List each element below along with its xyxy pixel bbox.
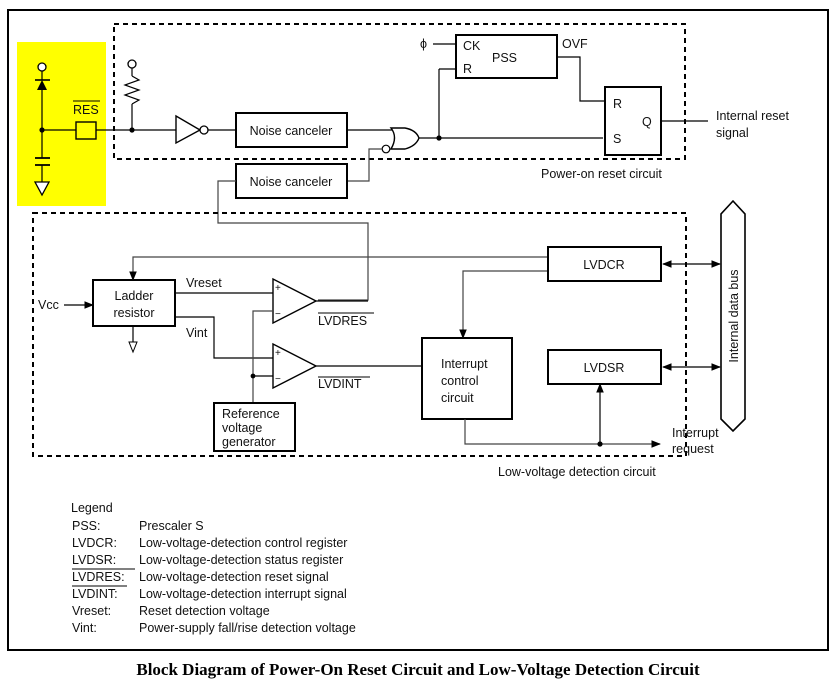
interrupt-label-3: circuit (441, 391, 474, 405)
internal-reset-label-1: Internal reset (716, 109, 789, 123)
pss-r-label: R (463, 62, 472, 76)
power-on-reset-group (113, 23, 686, 160)
comp2-plus: + (275, 348, 281, 359)
internal-reset-label-2: signal (716, 126, 749, 140)
legend-term: Vint: (72, 621, 97, 635)
low-voltage-detection-label: Low-voltage detection circuit (498, 465, 656, 479)
latch-s-label: S (613, 132, 621, 146)
power-on-reset-label: Power-on reset circuit (541, 167, 662, 181)
or-gate-icon (389, 127, 420, 150)
resistor-icon (123, 75, 141, 105)
figure-caption: Block Diagram of Power-On Reset Circuit … (136, 660, 700, 679)
legend-term: PSS: (72, 519, 101, 533)
legend-desc: Power-supply fall/rise detection voltage (139, 621, 356, 635)
outer-frame (7, 9, 829, 651)
pull-up-resistor (123, 59, 141, 133)
legend-item: LVDRES: Low-voltage-detection reset sign… (72, 568, 329, 584)
low-voltage-detection-group (32, 212, 687, 457)
lvdres-label: LVDRES (318, 314, 367, 328)
legend-term: LVDRES: (72, 570, 125, 584)
interrupt-control-circuit (421, 337, 513, 420)
lvdcr-label: LVDCR (583, 258, 624, 272)
legend-item: LVDCR: Low-voltage-detection control reg… (72, 536, 347, 550)
noise-canceler-2 (235, 163, 348, 199)
legend-desc: Low-voltage-detection interrupt signal (139, 587, 347, 601)
reference-voltage-generator (213, 402, 296, 452)
noise-canceler-1-label: Noise canceler (250, 124, 333, 138)
lvdsr-register (547, 349, 662, 385)
noise-canceler-1 (235, 112, 348, 148)
legend-item: LVDINT: Low-voltage-detection interrupt … (72, 585, 347, 601)
vreset-label: Vreset (186, 276, 222, 290)
comp1-plus: + (275, 283, 281, 294)
ref-label-3: generator (222, 435, 276, 449)
internal-data-bus (720, 199, 746, 433)
vint-label: Vint (186, 326, 208, 340)
comp1-minus: − (275, 309, 281, 320)
legend-term: LVDSR: (72, 553, 116, 567)
internal-data-bus-label: Internal data bus (727, 269, 741, 362)
ref-label-2: voltage (222, 421, 262, 435)
interrupt-request-label-1: Interrupt (672, 426, 719, 440)
interrupt-request-label-2: request (672, 442, 714, 456)
noise-canceler-2-label: Noise canceler (250, 175, 333, 189)
legend-item: PSS: Prescaler S (72, 519, 204, 533)
highlight-region (17, 42, 106, 206)
ref-label-1: Reference (222, 407, 280, 421)
vcc-label: Vcc (38, 298, 59, 312)
legend-desc: Low-voltage-detection status register (139, 553, 343, 567)
inverter-icon (175, 114, 202, 145)
pss-block (455, 34, 558, 79)
ground-icon (33, 181, 51, 197)
legend-item: Vreset: Reset detection voltage (72, 604, 270, 618)
legend-desc: Low-voltage-detection reset signal (139, 570, 329, 584)
rs-latch (604, 86, 662, 156)
phi-label: ϕ (420, 37, 427, 51)
pss-name-label: PSS (492, 51, 517, 65)
legend-term: LVDCR: (72, 536, 117, 550)
legend-term: LVDINT: (72, 587, 118, 601)
diode-icon (37, 80, 47, 90)
ladder-label-2: resistor (114, 306, 155, 320)
legend-desc: Prescaler S (139, 519, 204, 533)
legend-item: Vint: Power-supply fall/rise detection v… (72, 621, 356, 635)
legend-term: Vreset: (72, 604, 111, 618)
res-pin-label: RES (73, 103, 99, 117)
pss-ck-label: CK (463, 39, 481, 53)
legend: Legend PSS: Prescaler S LVDCR: Low-volta… (71, 501, 356, 635)
external-reset-circuit: RES (33, 62, 100, 197)
latch-q-label: Q (642, 115, 652, 129)
comp2-minus: − (275, 374, 281, 385)
latch-r-label: R (613, 97, 622, 111)
ground-icon (128, 341, 138, 354)
legend-desc: Low-voltage-detection control register (139, 536, 347, 550)
interrupt-label-1: Interrupt (441, 357, 488, 371)
legend-desc: Reset detection voltage (139, 604, 270, 618)
ovf-label: OVF (562, 37, 588, 51)
comparator-lvdres-icon (272, 277, 318, 325)
lvdcr-register (547, 246, 662, 282)
legend-item: LVDSR: Low-voltage-detection status regi… (72, 553, 343, 567)
interrupt-label-2: control (441, 374, 479, 388)
lvdint-label: LVDINT (318, 377, 362, 391)
legend-title: Legend (71, 501, 113, 515)
ladder-label-1: Ladder (115, 289, 154, 303)
comparator-lvdint-icon (272, 342, 318, 390)
lvdsr-label: LVDSR (584, 361, 625, 375)
vcc-terminal-icon (37, 62, 47, 72)
